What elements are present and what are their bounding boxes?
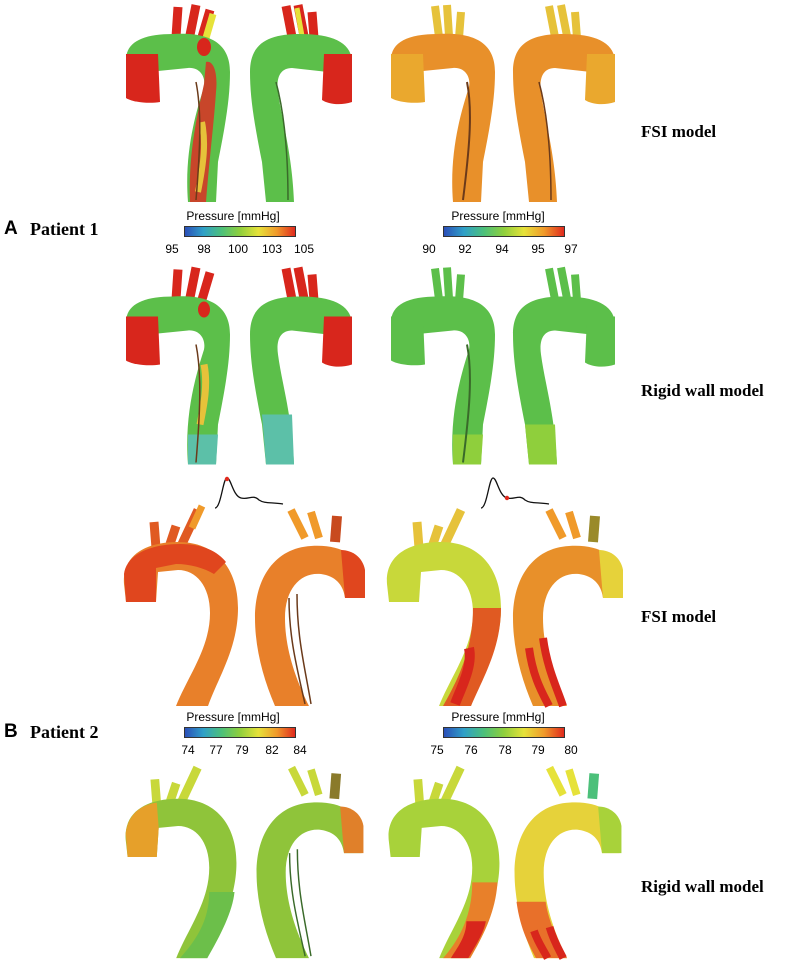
aorta-p1-fsi-left-view [126,4,230,202]
colorbar-tick: 97 [564,242,578,256]
colorbar-tick: 79 [531,743,545,757]
colorbar-tick: 90 [422,242,436,256]
aorta-p2-rigid-diastole-left-view [388,765,500,959]
aorta-p2-fsi-diastole-right-view [513,508,623,708]
colorbar-a-left: Pressure [mmHg] 95 98 100 103 105 [148,209,318,261]
aorta-p1-rigid-diastole-right-view [513,266,615,465]
colorbar-tick: 98 [197,242,211,256]
panel-letter-b: B [4,721,18,742]
waveform-inset-systole [214,476,284,509]
aorta-p2-rigid-right-view [256,765,364,959]
colorbar-tick: 74 [181,743,195,757]
aorta-p2-fsi-diastole-left-view [386,508,501,706]
colorbar-title: Pressure [mmHg] [451,209,545,223]
colorbar-gradient [443,727,565,738]
colorbar-gradient [184,727,296,738]
colorbar-tick: 76 [464,743,478,757]
colorbar-tick: 94 [495,242,509,256]
aorta-p1-fsi-diastole-right-view [513,4,615,202]
colorbar-title: Pressure [mmHg] [186,209,280,223]
colorbar-tick: 95 [165,242,179,256]
colorbar-a-right: Pressure [mmHg] 90 92 94 95 97 [413,209,583,261]
aorta-p2-fsi-left-view [123,504,238,706]
model-label-a-fsi: FSI model [641,122,717,141]
colorbar-tick: 103 [261,242,283,256]
colorbar-title: Pressure [mmHg] [186,710,280,724]
waveform-inset-diastole [480,477,550,509]
aorta-p1-rigid-left-view [126,266,230,465]
colorbar-gradient [184,226,296,237]
colorbar-tick: 105 [293,242,315,256]
colorbar-b-left: Pressure [mmHg] 74 77 79 82 84 [148,710,318,762]
aorta-p1-rigid-diastole-left-view [391,267,495,465]
model-label-b-fsi: FSI model [641,607,717,626]
panel-letter-a: A [4,218,18,239]
colorbar-tick: 77 [209,743,223,757]
aorta-p1-fsi-diastole-left-view [391,4,495,202]
patient-label-a: Patient 1 [30,219,99,239]
colorbar-tick: 75 [430,743,444,757]
colorbar-tick: 84 [293,743,307,757]
model-label-b-rigid: Rigid wall model [641,877,764,896]
colorbar-b-right: Pressure [mmHg] 75 76 78 79 80 [413,710,583,762]
aorta-p2-rigid-diastole-right-view [514,765,622,960]
panel-b: FSI model B Patient 2 Pressure [mmHg] 74… [0,472,789,966]
colorbar-tick: 79 [235,743,249,757]
colorbar-tick: 95 [531,242,545,256]
colorbar-tick: 92 [458,242,472,256]
panel-a: FSI model A Patient 1 Pressure [mmHg] 95… [0,0,789,480]
aorta-p2-rigid-left-view [125,765,237,959]
patient-label-b: Patient 2 [30,722,99,742]
colorbar-tick: 82 [265,743,279,757]
model-label-a-rigid: Rigid wall model [641,381,764,400]
colorbar-tick: 100 [227,242,249,256]
aorta-p1-fsi-right-view [250,4,352,202]
colorbar-tick: 78 [498,743,512,757]
aorta-p2-fsi-right-view [255,508,365,706]
colorbar-title: Pressure [mmHg] [451,710,545,724]
aorta-p1-rigid-right-view [250,266,352,465]
colorbar-gradient [443,226,565,237]
colorbar-tick: 80 [564,743,578,757]
